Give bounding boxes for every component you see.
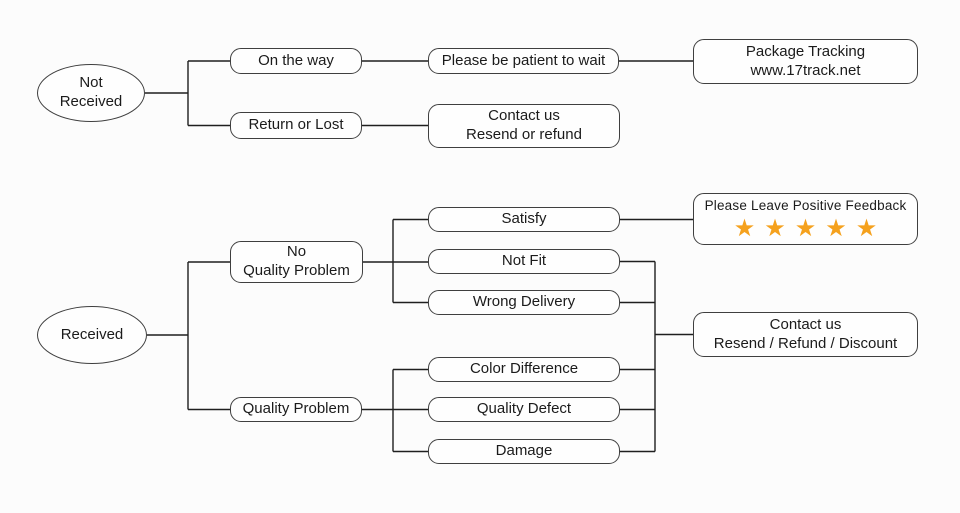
node-color-difference: Color Difference	[428, 357, 620, 382]
node-not-fit: Not Fit	[428, 249, 620, 274]
node-label: Quality Defect	[476, 400, 572, 418]
node-label: Damage	[495, 442, 553, 460]
node-positive-feedback: Please Leave Positive Feedback ★★★★★	[693, 193, 918, 245]
node-on-the-way: On the way	[230, 48, 362, 74]
node-damage: Damage	[428, 439, 620, 464]
node-label: Received	[59, 93, 123, 110]
node-quality-defect: Quality Defect	[428, 397, 620, 422]
node-label: Package Tracking	[745, 42, 866, 60]
node-label: Contact us	[769, 315, 842, 333]
node-label: Please be patient to wait	[441, 51, 606, 69]
node-label: Wrong Delivery	[472, 293, 576, 311]
node-please-be-patient: Please be patient to wait	[428, 48, 619, 74]
node-label: Color Difference	[469, 360, 579, 378]
tracking-url: www.17track.net	[750, 61, 861, 79]
node-label: Quality Problem	[242, 400, 350, 418]
node-label: On the way	[258, 51, 334, 69]
node-label: Please Leave Positive Feedback	[704, 197, 907, 213]
node-label: No	[286, 243, 307, 261]
node-label: Received	[60, 325, 124, 343]
node-wrong-delivery: Wrong Delivery	[428, 290, 620, 315]
node-label: Not	[79, 74, 103, 92]
node-label: Contact us	[488, 107, 560, 125]
node-label: Resend / Refund / Discount	[713, 334, 898, 352]
node-label: Quality Problem	[243, 262, 350, 279]
node-no-quality-problem: No Quality Problem	[230, 241, 363, 283]
node-satisfy: Satisfy	[428, 207, 620, 232]
node-label: Resend or refund	[466, 126, 582, 143]
node-contact-us-resend-refund: Contact us Resend or refund	[428, 104, 620, 148]
node-contact-us-resend-refund-discount: Contact us Resend / Refund / Discount	[693, 312, 918, 357]
node-quality-problem: Quality Problem	[230, 397, 362, 422]
node-return-or-lost: Return or Lost	[230, 112, 362, 139]
node-received: Received	[37, 306, 147, 364]
node-label: Not Fit	[501, 252, 547, 270]
node-label: Satisfy	[501, 210, 547, 228]
connector-path	[145, 60, 693, 453]
node-not-received: Not Received	[37, 64, 145, 122]
node-label: Return or Lost	[248, 116, 344, 134]
five-star-rating-icon: ★★★★★	[733, 214, 887, 243]
node-package-tracking: Package Tracking www.17track.net	[693, 39, 918, 84]
